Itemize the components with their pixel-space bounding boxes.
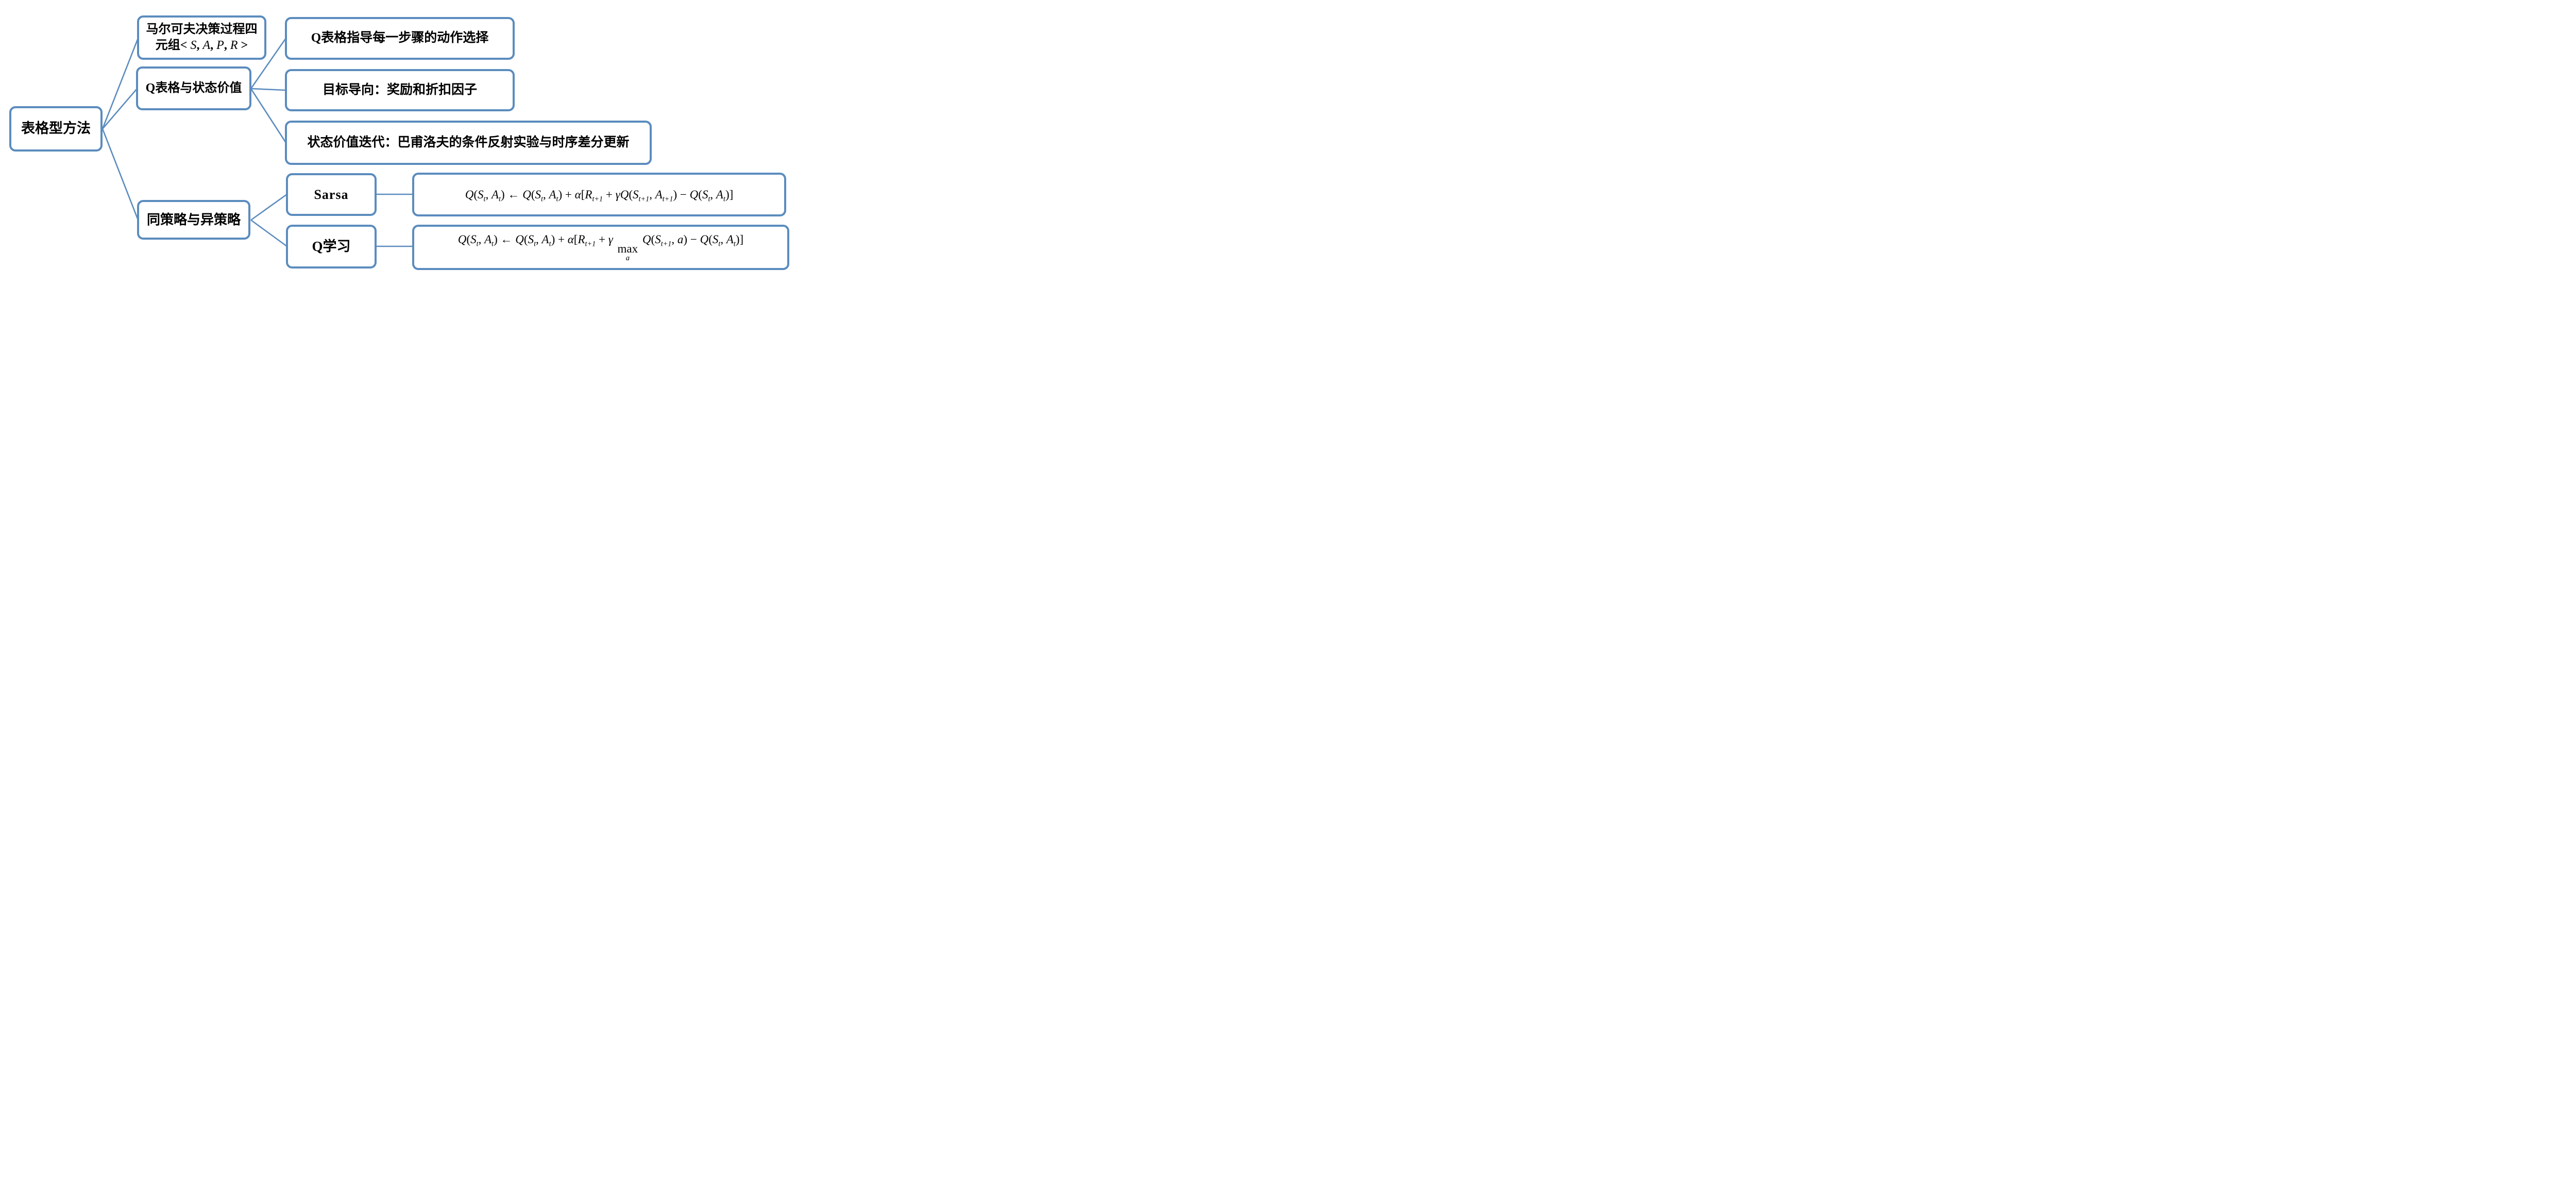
connector-lines [101,38,413,247]
node-qtable-guides-actions-label: Q表格指导每一步骤的动作选择 [311,31,489,45]
node-tabular-methods: 表格型方法 [9,106,103,152]
connector-root-qtable [102,88,138,129]
node-on-off-policy: 同策略与异策略 [137,200,250,240]
node-state-value-iteration-label: 状态价值迭代：巴甫洛夫的条件反射实验与时序差分更新 [307,135,630,149]
node-qtable-state-value-label: Q表格与状态价值 [145,81,242,95]
mindmap-canvas: 表格型方法 马尔可夫决策过程四 元组< S, A, P, R > Q表格与状态价… [0,0,805,298]
connector-policy-qlearn [250,219,287,247]
node-mdp-tuple-line1: 马尔可夫决策过程四 [146,22,258,36]
sarsa-update-formula: Q(St, At) ← Q(St, At) + α[Rt+1 + γQ(St+1… [465,188,734,204]
connector-qtable-c3 [250,88,287,143]
node-sarsa-label: Sarsa [314,187,349,202]
node-q-learning: Q学习 [286,225,377,268]
node-sarsa-update-formula: Q(St, At) ← Q(St, At) + α[Rt+1 + γQ(St+1… [412,173,786,216]
connector-policy-sarsa [250,193,287,221]
node-on-off-policy-label: 同策略与异策略 [146,212,241,227]
node-mdp-tuple: 马尔可夫决策过程四 元组< S, A, P, R > [137,15,266,60]
node-mdp-tuple-line2: 元组< S, A, P, R > [155,39,248,52]
node-goal-oriented-label: 目标导向：奖励和折扣因子 [322,82,477,97]
connector-root-policy [101,128,139,221]
node-qtable-guides-actions: Q表格指导每一步骤的动作选择 [285,17,515,60]
connector-root-mdp [101,38,139,129]
node-sarsa: Sarsa [286,173,377,216]
node-qtable-state-value: Q表格与状态价值 [136,66,251,110]
connector-qtable-c1 [250,38,287,89]
node-goal-oriented: 目标导向：奖励和折扣因子 [285,69,515,111]
node-tabular-methods-label: 表格型方法 [21,121,91,137]
connector-qtable-c2 [250,88,286,91]
node-state-value-iteration: 状态价值迭代：巴甫洛夫的条件反射实验与时序差分更新 [285,121,652,165]
node-q-learning-label: Q学习 [312,238,351,254]
